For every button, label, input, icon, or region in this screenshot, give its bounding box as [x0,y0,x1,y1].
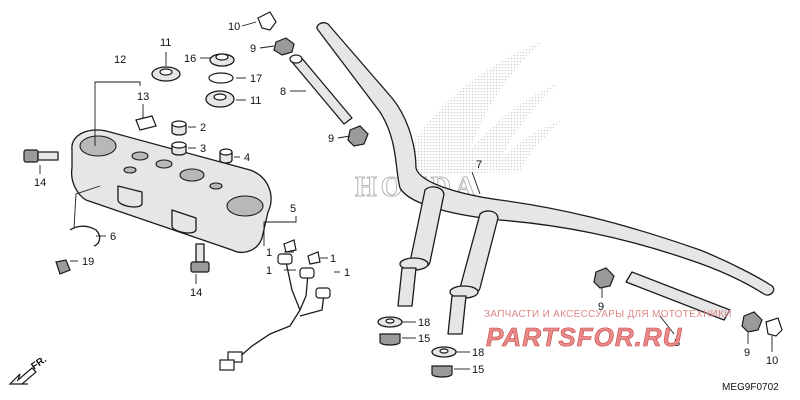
callout-13: 13 [137,91,149,103]
callout-9-top: 9 [250,43,256,55]
pinch-bolt-bottom [190,243,210,273]
callout-19: 19 [82,256,94,268]
callout-10-top: 10 [228,21,240,33]
site-watermark: ЗАПЧАСТИ И АКСЕССУАРЫ ДЛЯ МОТОТЕХНИКИ PA… [484,309,732,352]
callout-1-d: 1 [266,265,272,277]
callout-1-c: 1 [344,267,350,279]
callout-8-left: 8 [280,86,286,98]
rubber-pad [135,115,157,131]
callout-9-mid: 9 [328,133,334,145]
callout-15-upper: 15 [418,333,430,345]
watermark-tagline: ЗАПЧАСТИ И АКСЕССУАРЫ ДЛЯ МОТОТЕХНИКИ [484,309,732,320]
callouts: 10 9 16 17 11 11 12 13 8 9 2 3 4 14 14 5… [34,21,778,376]
callout-18-upper: 18 [418,317,430,329]
leader-lines [39,21,773,370]
pinch-bolt-left [23,149,59,163]
callout-11-lower: 11 [250,95,261,107]
callout-4: 4 [244,152,250,164]
callout-5: 5 [290,203,296,215]
callout-3: 3 [200,143,206,155]
callout-6: 6 [110,231,116,243]
callout-12: 12 [114,54,126,66]
callout-17: 17 [250,73,262,85]
callout-1-a: 1 [266,247,272,259]
front-direction-arrow: FR. [8,354,49,385]
callout-9-far-right: 9 [744,347,750,359]
watermark-brand: PARTSFOR.RU [486,322,683,352]
bar-end-weight-right [593,267,783,337]
top-bridge-bushings [171,120,233,164]
callout-14-left: 14 [34,177,46,189]
cable-clip [55,225,101,275]
callout-10-far-right: 10 [766,355,778,367]
callout-1-b: 1 [330,253,336,265]
callout-15-lower: 15 [472,364,484,376]
callout-16: 16 [184,53,196,65]
riser-washers [377,316,457,378]
handlebar [316,22,775,335]
diagram-code: MEG9F0702 [722,382,779,393]
callout-2: 2 [200,122,206,134]
callout-18-lower: 18 [472,347,484,359]
callout-8-right: 8 [674,337,680,349]
callout-7: 7 [476,159,482,171]
bar-end-weight-left [257,11,369,147]
callout-9-right: 9 [598,301,604,313]
callout-14-bottom: 14 [190,287,202,299]
callout-11-upper: 11 [160,37,171,49]
stem-nut-stack [151,53,235,108]
switch-harness [219,239,331,371]
top-bridge [70,129,272,253]
